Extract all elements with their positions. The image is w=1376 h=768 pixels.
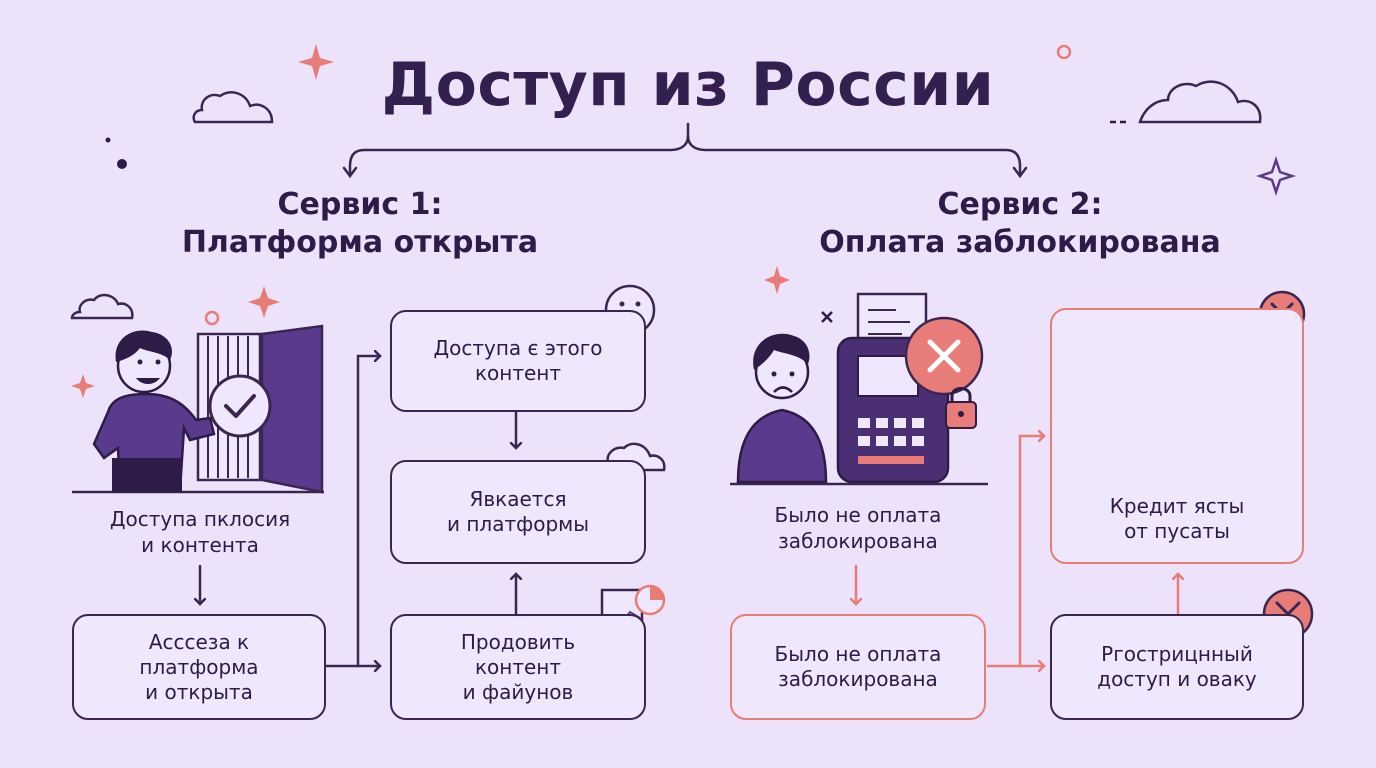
- sparkle-icon: [248, 286, 280, 318]
- service-2-blocked-box: Было не оплата заблокирована: [730, 614, 986, 720]
- person-icon: [92, 330, 216, 492]
- dot-decoration: [117, 159, 127, 169]
- dot-decoration: [204, 310, 220, 326]
- dot-decoration: [1056, 44, 1072, 60]
- service-1-content-box: Доступа є этого контент: [390, 310, 646, 412]
- service-1-access-box: Асссеза к платформа и открыта: [72, 614, 326, 720]
- dot-decoration: [105, 137, 111, 143]
- service-2-illustration-caption: Было не оплата заблокирована: [774, 503, 942, 553]
- cloud-icon: [1138, 80, 1262, 124]
- person-icon: [736, 333, 828, 484]
- x-mark: [821, 311, 833, 323]
- service-1-heading: Сервис 1: Платформа открыта: [160, 186, 560, 262]
- service-1-promote-box: Продовить контент и файунов: [390, 614, 646, 720]
- service-1-platform-box: Явкается и платформы: [390, 460, 646, 564]
- service-2-label: Сервис 2:: [937, 187, 1103, 222]
- lock-icon: [945, 387, 977, 429]
- title-bracket: [342, 122, 1028, 179]
- service-1-illustration-caption: Доступа пклосия и контента: [109, 507, 291, 557]
- sparkle-icon: [1256, 156, 1296, 196]
- sparkle-icon: [71, 374, 95, 398]
- check-icon: [208, 374, 272, 438]
- cloud-icon: [70, 293, 134, 320]
- page-title: Доступ из России: [381, 50, 995, 120]
- service-2-subtitle: Оплата заблокирована: [819, 225, 1221, 260]
- service-2-heading: Сервис 2: Оплата заблокирована: [810, 186, 1230, 262]
- sparkle-icon: [298, 44, 334, 80]
- service-1-label: Сервис 1:: [277, 187, 443, 222]
- service-2-restricted-box: Ргострицнный доступ и оваку: [1050, 614, 1304, 720]
- cloud-icon: [192, 91, 274, 124]
- service-1-subtitle: Платформа открыта: [181, 225, 539, 260]
- service-2-credit-box: Кредит ясты от пусаты: [1050, 308, 1304, 564]
- flow-arrows-service-2: [856, 436, 1178, 666]
- close-icon: [904, 316, 984, 396]
- flow-arrows-service-1: [200, 356, 516, 666]
- sparkle-icon: [764, 266, 790, 294]
